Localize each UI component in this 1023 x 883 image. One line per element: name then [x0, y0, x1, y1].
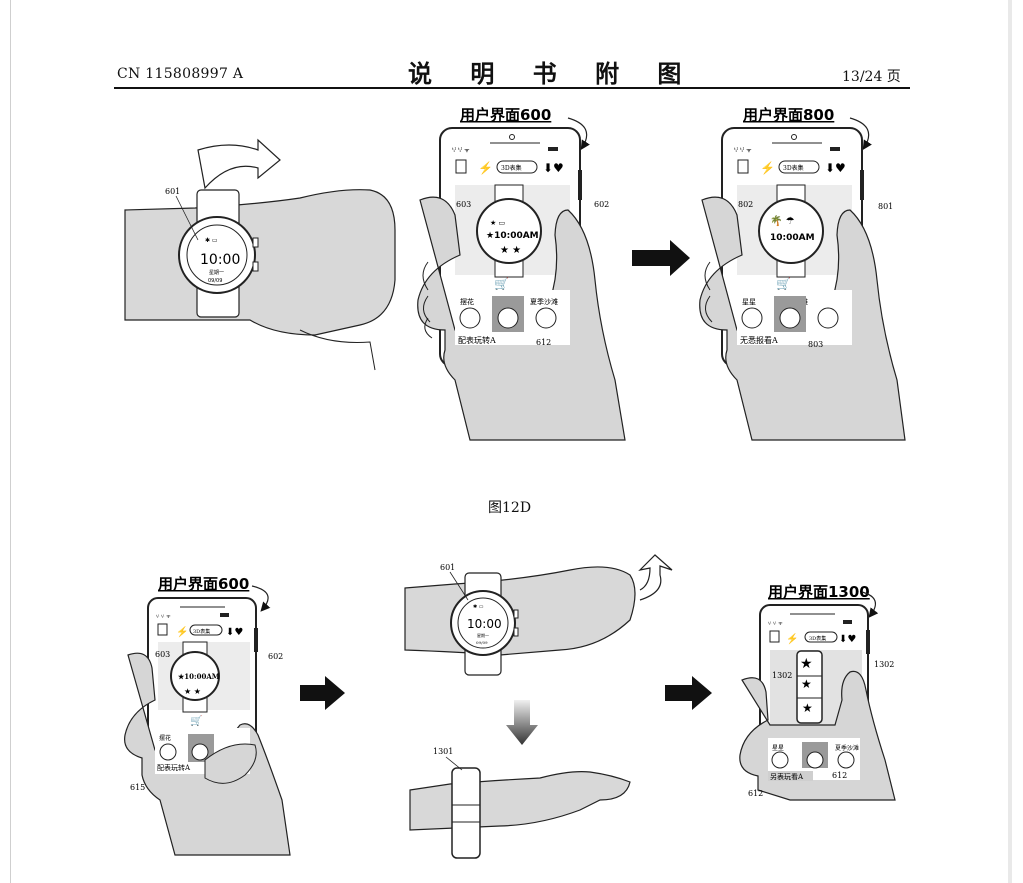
- svg-text:摆花: 摆花: [460, 297, 474, 306]
- page-left-edge: [10, 0, 11, 883]
- svg-text:摆花: 摆花: [159, 734, 171, 742]
- svg-text:603: 603: [155, 650, 170, 659]
- svg-text:配表玩转A: 配表玩转A: [458, 335, 496, 345]
- svg-text:⬇♥: ⬇♥: [543, 161, 564, 175]
- svg-text:🛒: 🛒: [190, 714, 202, 727]
- ui-label-1300: 用户界面1300: [768, 583, 870, 601]
- svg-text:802: 802: [738, 200, 753, 209]
- svg-text:★: ★: [802, 701, 813, 715]
- svg-text:602: 602: [268, 652, 283, 661]
- svg-text:⬇♥: ⬇♥: [226, 627, 243, 638]
- svg-text:夏季沙滩: 夏季沙滩: [835, 744, 859, 752]
- svg-text:602: 602: [594, 200, 609, 209]
- svg-text:⚡: ⚡: [176, 625, 188, 638]
- arrow-right-icon: [632, 240, 690, 276]
- svg-text:星星: 星星: [772, 745, 784, 752]
- svg-text:601: 601: [440, 563, 455, 572]
- arrow-right-icon: [300, 676, 345, 710]
- svg-text:★ ★: ★ ★: [500, 245, 521, 256]
- arrow-down-icon: [506, 700, 538, 745]
- page-right-edge: [1008, 0, 1012, 883]
- header-rule: [114, 87, 910, 89]
- svg-text:1302: 1302: [874, 660, 894, 669]
- hand-phone-ui1300: 用户界面1300 ᵗᵢˡ ᵗᵢˡ ᯤ ⚡ 3D表集 ⬇♥ ★ ★ ★ 🛒 星星 …: [739, 583, 896, 801]
- svg-text:1301: 1301: [433, 747, 453, 756]
- svg-text:夏季沙滩: 夏季沙滩: [530, 297, 558, 306]
- ui-label-600-top: 用户界面600: [460, 106, 551, 124]
- svg-text:🌴 ☂: 🌴 ☂: [770, 214, 795, 227]
- svg-text:配表玩转A: 配表玩转A: [157, 763, 191, 772]
- hand-phone-ui600-bottom: 用户界面600 ᵗᵢˡ ᵗᵢˡ ᯤ ⚡ 3D表集 ⬇♥ ★10:00AM ★ ★…: [124, 575, 291, 856]
- svg-text:3D表集: 3D表集: [193, 628, 210, 635]
- svg-text:1302: 1302: [772, 671, 792, 680]
- svg-text:3D表集: 3D表集: [501, 164, 522, 172]
- arm-with-watch-top: ✱ ▭ 10:00 星期一 09/09 601: [124, 138, 396, 371]
- svg-text:星星: 星星: [742, 298, 756, 306]
- svg-text:无悉报看A: 无悉报看A: [740, 335, 778, 345]
- svg-text:✱ ▭: ✱ ▭: [473, 604, 484, 610]
- svg-text:星期一: 星期一: [477, 632, 489, 638]
- svg-text:另表玩看A: 另表玩看A: [770, 772, 804, 781]
- svg-text:⚡: ⚡: [760, 161, 775, 175]
- svg-text:⚡: ⚡: [478, 161, 493, 175]
- svg-text:★ ▭: ★ ▭: [490, 219, 505, 227]
- svg-text:星期一: 星期一: [209, 270, 224, 276]
- arm-with-watch-bottom: ✱ ▭ 10:00 星期一 09/09 601 1301: [404, 554, 673, 859]
- rotate-arrow-icon: [197, 138, 281, 190]
- svg-text:803: 803: [808, 340, 823, 349]
- svg-text:★10:00AM: ★10:00AM: [486, 231, 539, 241]
- svg-text:⬇♥: ⬇♥: [825, 161, 846, 175]
- ui-label-600-bottom: 用户界面600: [158, 575, 249, 593]
- rotate-up-arrow-icon: [638, 554, 673, 601]
- svg-text:⚡: ⚡: [786, 632, 798, 645]
- svg-text:ᵗᵢˡ ᵗᵢˡ ᯤ: ᵗᵢˡ ᵗᵢˡ ᯤ: [734, 147, 752, 154]
- svg-text:09/09: 09/09: [476, 640, 488, 645]
- svg-text:615: 615: [130, 783, 145, 792]
- page-title: 说 明 书 附 图: [408, 60, 697, 88]
- publication-number: CN 115808997 A: [117, 66, 244, 82]
- hand-phone-ui600-top: 用户界面600 ᵗᵢˡ ᵗᵢˡ ᯤ ⚡ 3D表集 ⬇♥ ★10:00AM ★ ▭…: [417, 106, 626, 441]
- svg-text:ᵗᵢˡ ᵗᵢˡ ᯤ: ᵗᵢˡ ᵗᵢˡ ᯤ: [156, 614, 171, 620]
- watch-time: 10:00: [200, 252, 240, 268]
- page-number: 13/24 页: [842, 69, 901, 85]
- svg-text:3D表集: 3D表集: [809, 635, 826, 642]
- svg-text:★ ★: ★ ★: [184, 687, 201, 696]
- svg-text:ᵗᵢˡ ᵗᵢˡ ᯤ: ᵗᵢˡ ᵗᵢˡ ᯤ: [768, 621, 783, 627]
- svg-text:612: 612: [536, 338, 551, 347]
- svg-text:★10:00AM: ★10:00AM: [178, 672, 220, 681]
- svg-text:🛒: 🛒: [776, 277, 791, 291]
- svg-text:10:00: 10:00: [467, 617, 502, 631]
- svg-text:801: 801: [878, 202, 893, 211]
- hand-phone-ui800: 用户界面800 ᵗᵢˡ ᵗᵢˡ ᯤ ⚡ 3D表集 ⬇♥ 🌴 ☂ 10:00AM …: [699, 106, 906, 441]
- ref-601: 601: [165, 187, 180, 196]
- svg-text:🛒: 🛒: [494, 277, 509, 291]
- figure-caption: 图12D: [488, 500, 532, 516]
- svg-text:✱ ▭: ✱ ▭: [205, 237, 218, 244]
- svg-text:ᵗᵢˡ ᵗᵢˡ ᯤ: ᵗᵢˡ ᵗᵢˡ ᯤ: [452, 147, 470, 154]
- arrow-right-icon: [665, 676, 712, 710]
- svg-text:612: 612: [832, 771, 847, 780]
- svg-text:612: 612: [748, 789, 763, 798]
- svg-text:10:00AM: 10:00AM: [770, 233, 815, 243]
- svg-text:603: 603: [456, 200, 471, 209]
- svg-text:★: ★: [800, 656, 813, 672]
- ui-label-800: 用户界面800: [743, 106, 834, 124]
- svg-text:⬇♥: ⬇♥: [839, 634, 856, 645]
- svg-text:3D表集: 3D表集: [783, 164, 804, 172]
- svg-text:★: ★: [801, 677, 812, 691]
- svg-text:09/09: 09/09: [208, 278, 222, 284]
